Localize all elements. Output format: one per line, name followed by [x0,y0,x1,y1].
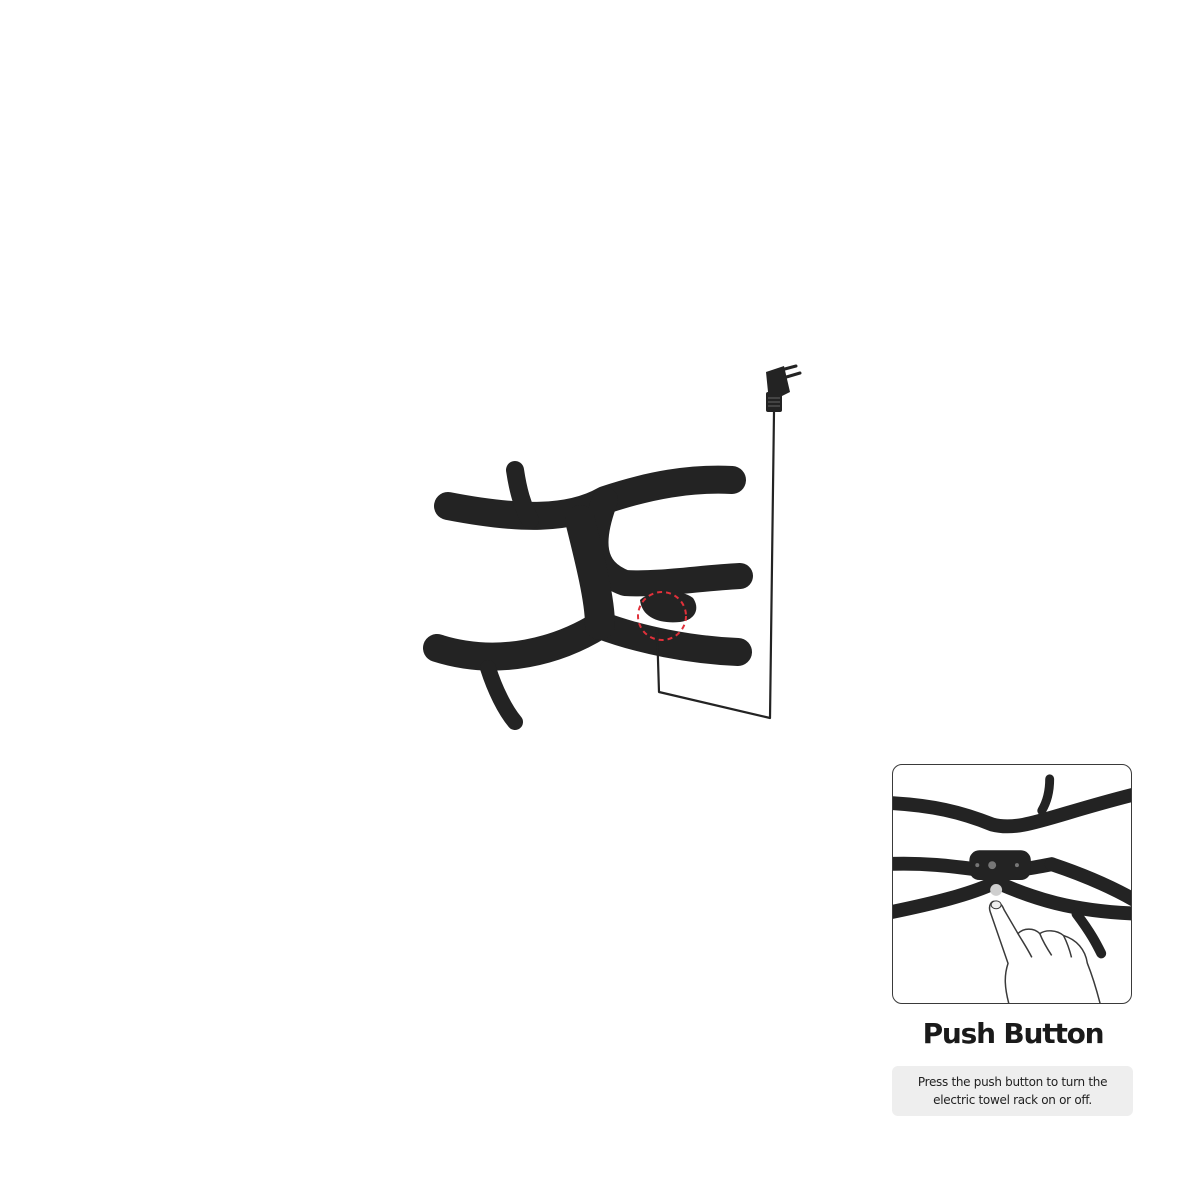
push-button-detail-card [892,764,1132,1004]
push-button-highlight-ring [637,591,687,641]
pointing-hand-icon [988,900,1101,1003]
finger-pressing-button-illustration [893,774,1131,1003]
feature-description: Press the push button to turn the electr… [892,1066,1133,1116]
power-cord [655,364,802,720]
power-plug-icon [766,364,802,412]
antler-towel-rack [423,461,753,730]
feature-title: Push Button [922,1017,1105,1050]
